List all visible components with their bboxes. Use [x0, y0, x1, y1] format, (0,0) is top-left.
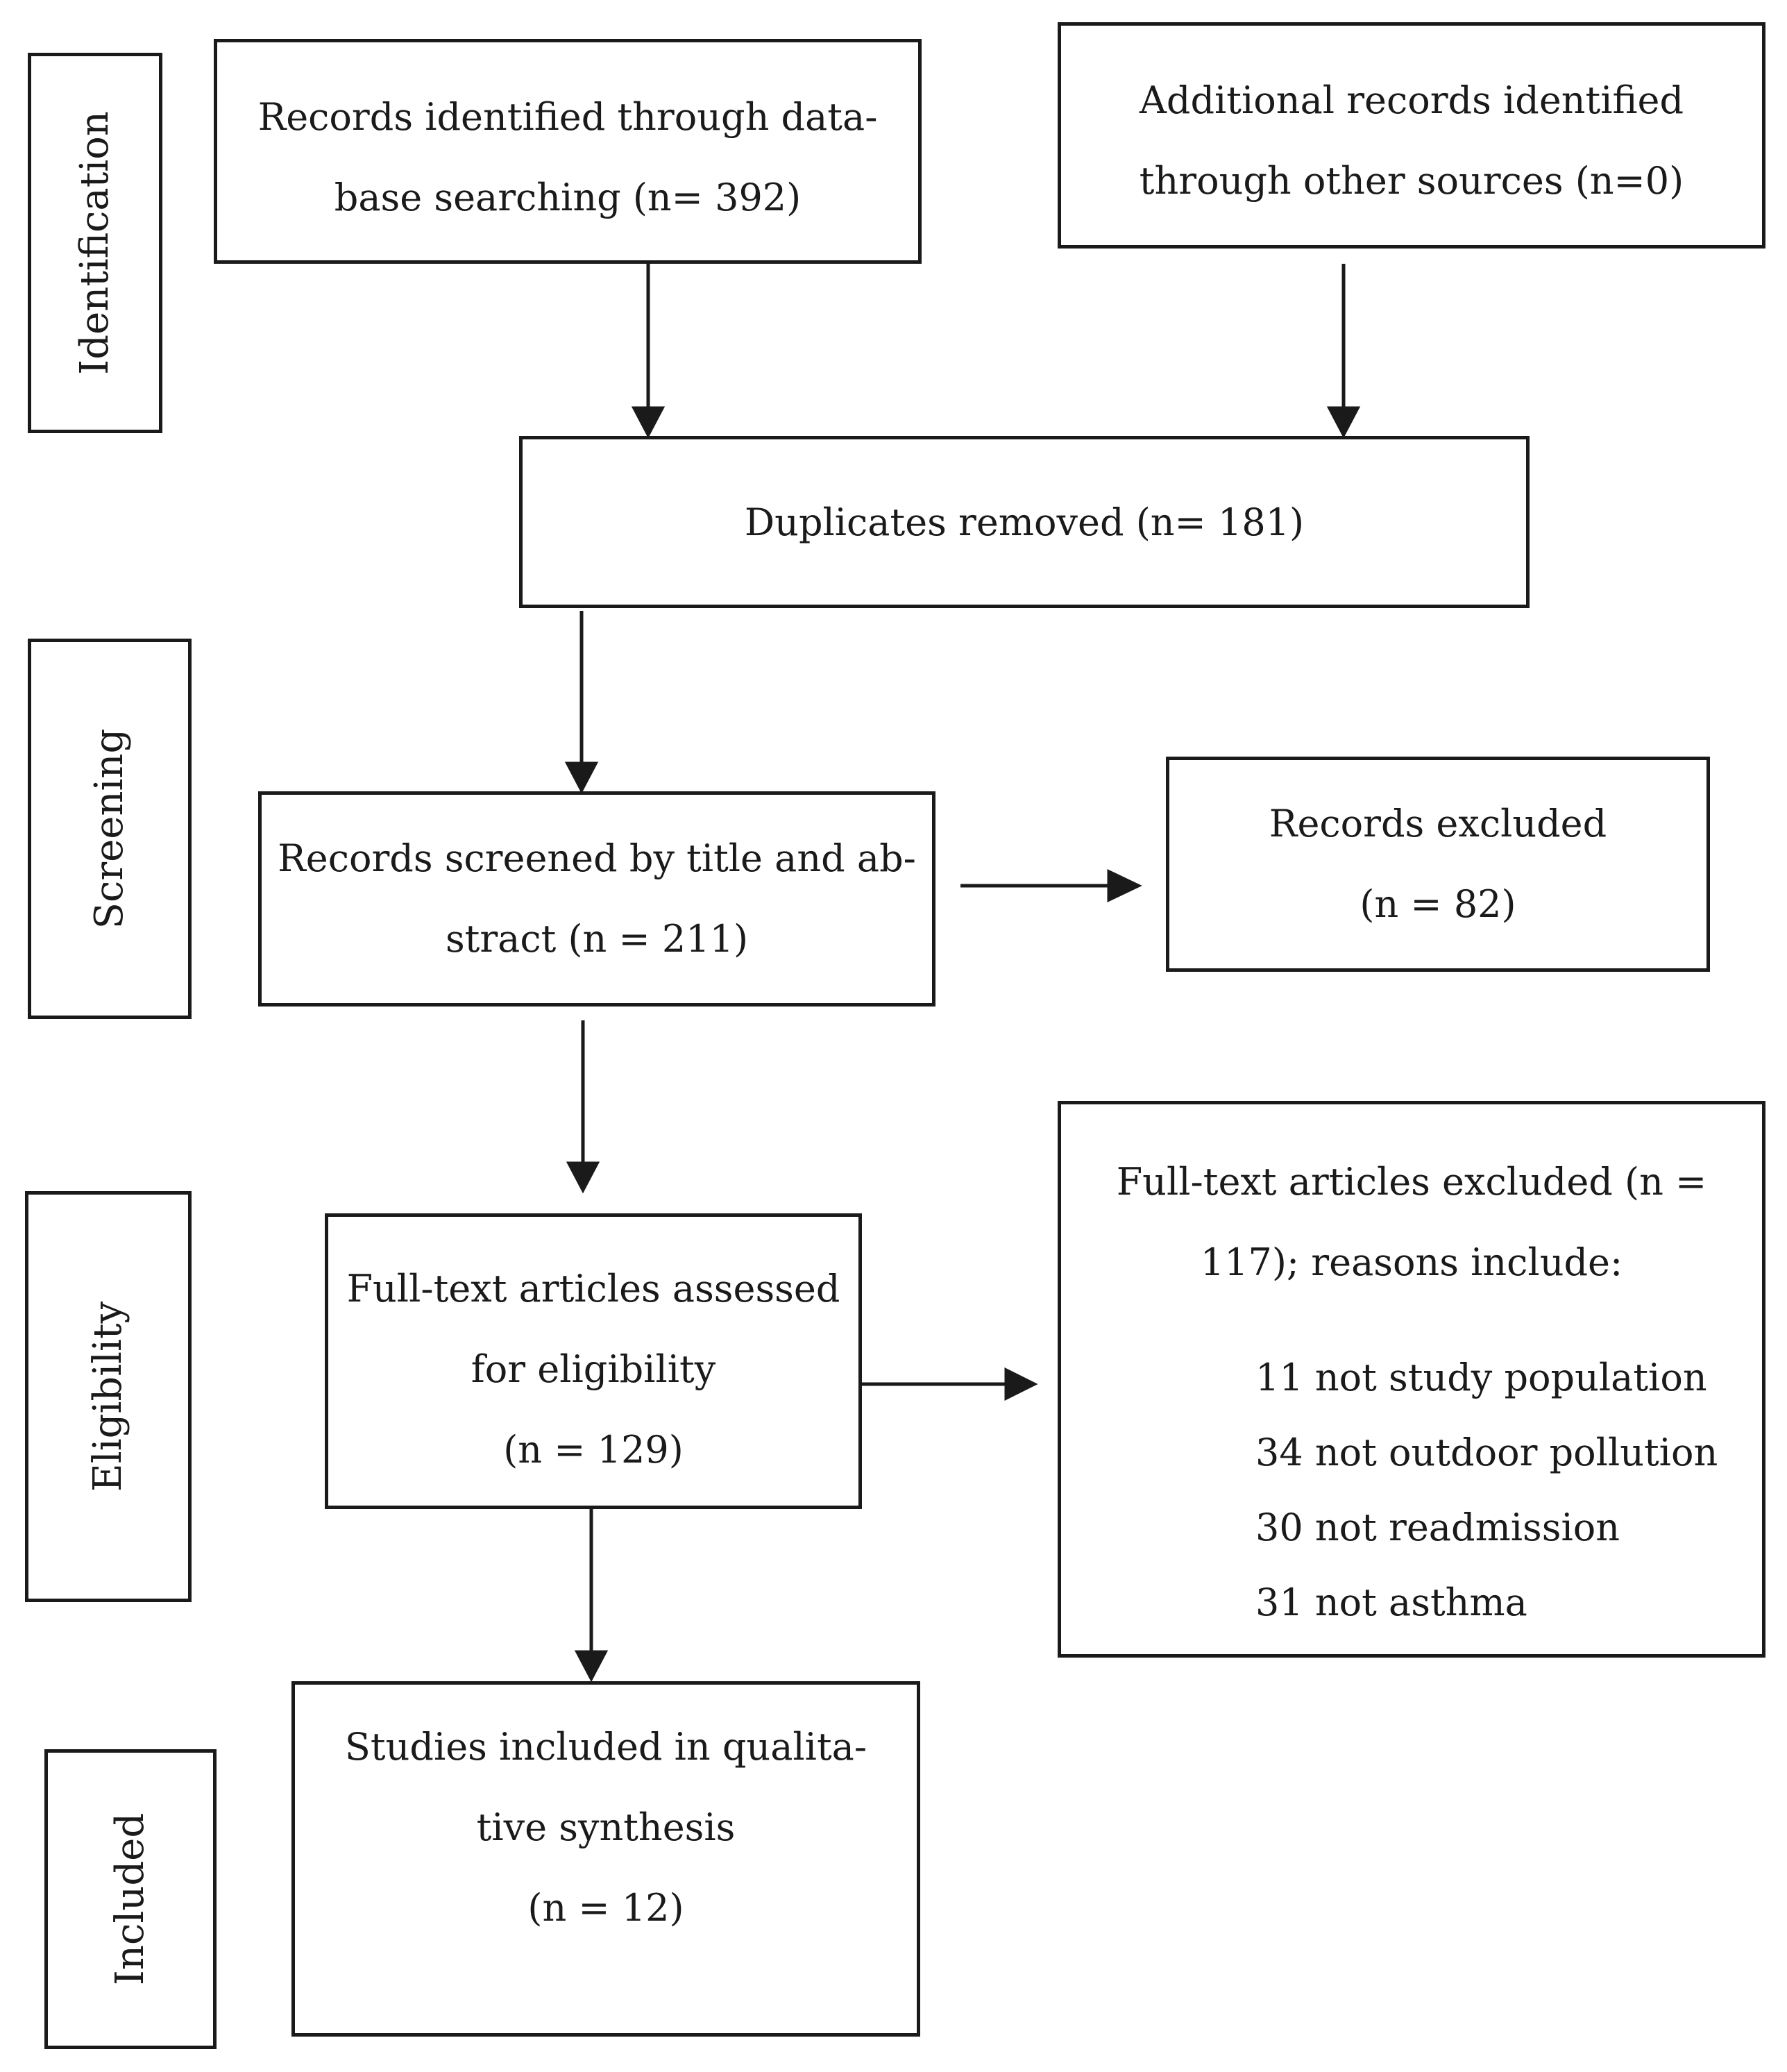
studies-included-box: Studies included in qualita- tive synthe… — [291, 1681, 920, 2037]
arrowhead — [574, 1650, 609, 1683]
studies-included-line3: (n = 12) — [527, 1886, 684, 1930]
stage-screening: Screening — [28, 639, 192, 1019]
stage-eligibility: Eligibility — [25, 1191, 192, 1602]
database-records-line2: base searching (n= 392) — [334, 176, 802, 219]
other-sources-line1: Additional records identified — [1139, 78, 1684, 122]
other-sources-box: Additional records identified through ot… — [1058, 22, 1765, 249]
arrowhead — [1326, 406, 1361, 439]
studies-included-line1: Studies included in qualita- — [344, 1725, 867, 1769]
exclusion-reason: 11 not study population — [1255, 1356, 1707, 1399]
database-records-line1: Records identified through data- — [257, 95, 878, 139]
records-excluded-line2: (n = 82) — [1360, 882, 1516, 926]
fulltext-assessed-line1: Full-text articles assessed — [346, 1267, 840, 1311]
arrowhead — [1004, 1367, 1038, 1401]
records-screened-line2: stract (n = 211) — [445, 917, 749, 961]
database-records-box: Records identified through data- base se… — [214, 39, 922, 264]
records-excluded-line1: Records excluded — [1269, 802, 1607, 845]
arrowhead — [631, 406, 666, 439]
fulltext-excluded-box: Full-text articles excluded (n = 117); r… — [1058, 1101, 1765, 1658]
arrowhead — [1107, 869, 1142, 902]
exclusion-reason: 30 not readmission — [1255, 1506, 1620, 1549]
fulltext-excluded-line1: Full-text articles excluded (n = — [1116, 1160, 1707, 1204]
stage-identification: Identification — [28, 53, 162, 433]
fulltext-excluded-line2: 117); reasons include: — [1200, 1240, 1623, 1284]
exclusion-reason: 34 not outdoor pollution — [1255, 1431, 1718, 1474]
records-screened-box: Records screened by title and ab- stract… — [258, 791, 935, 1006]
records-screened-line1: Records screened by title and ab- — [278, 836, 916, 880]
fulltext-assessed-line2: for eligibility — [471, 1347, 716, 1391]
stage-included: Included — [44, 1749, 217, 2049]
duplicates-removed-box: Duplicates removed (n= 181) — [519, 436, 1530, 608]
duplicates-removed-text: Duplicates removed (n= 181) — [744, 500, 1305, 544]
exclusion-reason: 31 not asthma — [1255, 1581, 1527, 1624]
records-excluded-box: Records excluded (n = 82) — [1166, 757, 1710, 972]
fulltext-assessed-box: Full-text articles assessed for eligibil… — [325, 1213, 862, 1509]
studies-included-line2: tive synthesis — [476, 1805, 736, 1849]
arrowhead — [564, 761, 599, 794]
fulltext-assessed-line3: (n = 129) — [503, 1428, 684, 1472]
arrowhead — [566, 1161, 600, 1194]
other-sources-line2: through other sources (n=0) — [1139, 159, 1684, 203]
